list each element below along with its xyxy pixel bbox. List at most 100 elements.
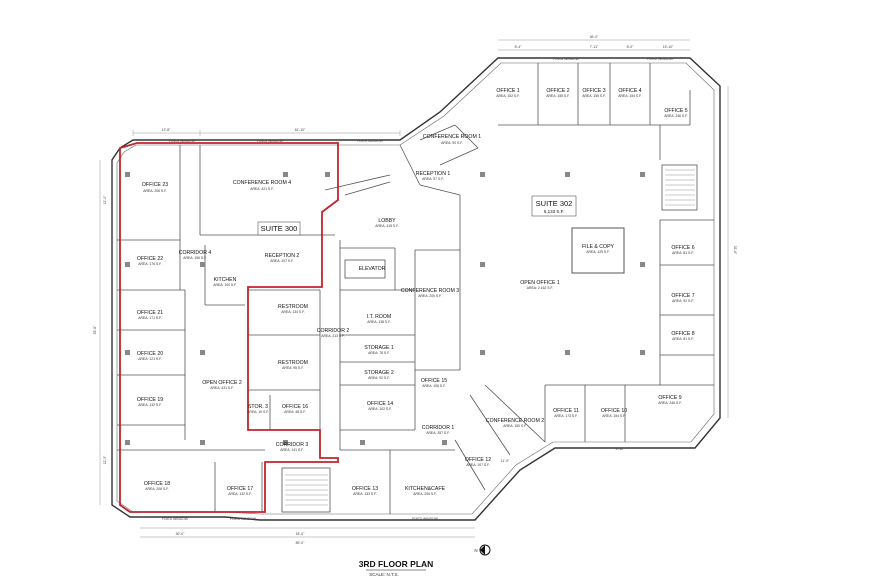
svg-text:8'-0": 8'-0" (627, 45, 635, 49)
room-area: AREA: 133 S.F. (353, 492, 377, 496)
room-area: AREA: 196 S.F. (183, 256, 207, 260)
interior-walls (117, 63, 714, 514)
room-name: OFFICE 17 (227, 486, 253, 492)
room-area: AREA: 132 S.F. (228, 492, 252, 496)
svg-text:7'-11": 7'-11" (590, 45, 599, 49)
room-area: AREA: 357 S.F. (426, 431, 450, 435)
room-name: OFFICE 20 (137, 351, 163, 357)
room-name: STORAGE 1 (364, 345, 394, 351)
fixed-window-label: FIXED WINDOW (230, 517, 257, 521)
room-name: I.T. ROOM (367, 314, 392, 320)
room-area: AREA: 154 S.F. (602, 414, 626, 418)
room-area: AREA: 121 S.F. (138, 357, 162, 361)
room-area: AREA: 81 S.F. (672, 251, 694, 255)
room-area: AREA: 206 S.F. (145, 487, 169, 491)
room-name: OFFICE 6 (671, 245, 694, 251)
room-name: OFFICE 7 (671, 293, 694, 299)
fixed-window-label: FIXED WINDOW (412, 517, 439, 521)
svg-text:53'-6": 53'-6" (93, 325, 97, 334)
room-name: OFFICE 21 (137, 310, 163, 316)
svg-text:8'-4": 8'-4" (515, 45, 523, 49)
room-name: KITCHEN&CAFE (405, 486, 446, 492)
suite-300-label: SUITE 300 (261, 224, 298, 233)
stair-hatching (285, 169, 695, 506)
north-label: N (474, 548, 477, 553)
room-name: CORRIDOR 4 (179, 250, 212, 256)
room-name: OFFICE 2 (546, 88, 569, 94)
room-name: OFFICE 11 (553, 408, 579, 414)
exterior-walls (111, 57, 721, 521)
fixed-window-label: FIXED WINDOW (257, 139, 284, 143)
room-name: OFFICE 19 (137, 397, 163, 403)
room-area: AREA: 2,162 S.F. (527, 286, 553, 290)
svg-text:89'-0": 89'-0" (296, 541, 305, 545)
exterior-walls-inner (116, 62, 715, 515)
room-area: AREA: 213 S.F. (321, 334, 345, 338)
suite-labels: SUITE 300 SUITE 302 5,133 S.F. (257, 195, 577, 236)
fixed-window-tags: FIXED WINDOW FIXED WINDOW FIXED WINDOW F… (162, 57, 674, 521)
room-area: AREA: 415 S.F. (375, 224, 399, 228)
room-name: OFFICE 12 (465, 457, 491, 463)
room-name: RESTROOM (278, 360, 308, 366)
north-arrow-icon: N (474, 544, 491, 556)
room-name: CORRIDOR 2 (317, 328, 350, 334)
room-area: AREA: 134 S.F. (281, 310, 305, 314)
room-area: AREA: 431 S.F. (210, 386, 234, 390)
room-area: AREA: 246 S.F. (658, 401, 682, 405)
room-name: CONFERENCE ROOM 2 (486, 418, 544, 424)
room-area: AREA: 92 S.F. (672, 299, 694, 303)
room-name: LOBBY (378, 218, 396, 224)
svg-text:36'-0": 36'-0" (590, 35, 599, 39)
room-name: OFFICE 9 (658, 395, 681, 401)
room-name: STORAGE 2 (364, 370, 394, 376)
room-name: OFFICE 23 (142, 182, 168, 188)
fixed-window-label: FIXED WINDOW (553, 57, 580, 61)
svg-text:33'-6": 33'-6" (733, 246, 737, 255)
room-area: AREA: 421 S.F. (250, 187, 274, 191)
room-area: AREA: 132 S.F. (138, 403, 162, 407)
room-area: AREA: 141 S.F. (280, 448, 304, 452)
room-area: AREA: 92 S.F. (368, 376, 390, 380)
room-name: OFFICE 22 (137, 256, 163, 262)
svg-text:18'-0": 18'-0" (296, 532, 305, 536)
room-name: OFFICE 1 (496, 88, 519, 94)
room-area: AREA: 138 S.F. (367, 320, 391, 324)
suite-302-area: 5,133 S.F. (544, 209, 564, 214)
room-name: OPEN OFFICE 1 (520, 280, 560, 286)
room-name: KITCHEN (214, 277, 237, 283)
plan-scale: SCALE: N.T.S. (369, 572, 399, 577)
room-name: OFFICE 10 (601, 408, 627, 414)
room-area: AREA: 155 S.F. (546, 94, 570, 98)
room-name: CORRIDOR 1 (422, 425, 455, 431)
room-area: AREA: 102 S.F. (368, 407, 392, 411)
room-name: OPEN OFFICE 2 (202, 380, 242, 386)
room-area: AREA: 108 S.F. (422, 384, 446, 388)
room-area: AREA: 125 S.F. (586, 250, 610, 254)
room-name: CONFERENCE ROOM 4 (233, 180, 291, 186)
room-area: AREA: 176 S.F. (138, 262, 162, 266)
room-area: AREA: 48 S.F. (284, 410, 306, 414)
room-name: CORRIDOR 3 (276, 442, 309, 448)
room-name: CONFERENCE ROOM 1 (423, 134, 481, 140)
room-name: OFFICE 8 (671, 331, 694, 337)
room-area: AREA: 173 S.F. (554, 414, 578, 418)
structural-columns (125, 172, 645, 445)
room-area: AREA: 90 S.F. (441, 141, 463, 145)
room-name: CONFERENCE ROOM 3 (401, 288, 459, 294)
room-area: AREA: 206 S.F. (413, 492, 437, 496)
room-name: ELEVATOR (359, 266, 386, 272)
room-area: AREA: 78 S.F. (368, 351, 390, 355)
room-area: AREA: 155 S.F. (582, 94, 606, 98)
room-name: STOR. 3 (248, 404, 268, 410)
room-area: AREA: 200 S.F. (418, 294, 442, 298)
room-name: OFFICE 3 (582, 88, 605, 94)
room-name: RESTROOM (278, 304, 308, 310)
dimension-text: 13'-8" 61'-10" 36'-0" 8'-4" 7'-11" 8'-0"… (93, 35, 737, 545)
svg-text:12'-0": 12'-0" (103, 195, 107, 204)
room-area: AREA: 19 S.F. (247, 410, 269, 414)
fixed-window-label: FIXED WINDOW (169, 139, 196, 143)
svg-text:11'-0": 11'-0" (501, 459, 510, 463)
suite-302-label: SUITE 302 (536, 199, 573, 208)
room-name: OFFICE 16 (282, 404, 308, 410)
